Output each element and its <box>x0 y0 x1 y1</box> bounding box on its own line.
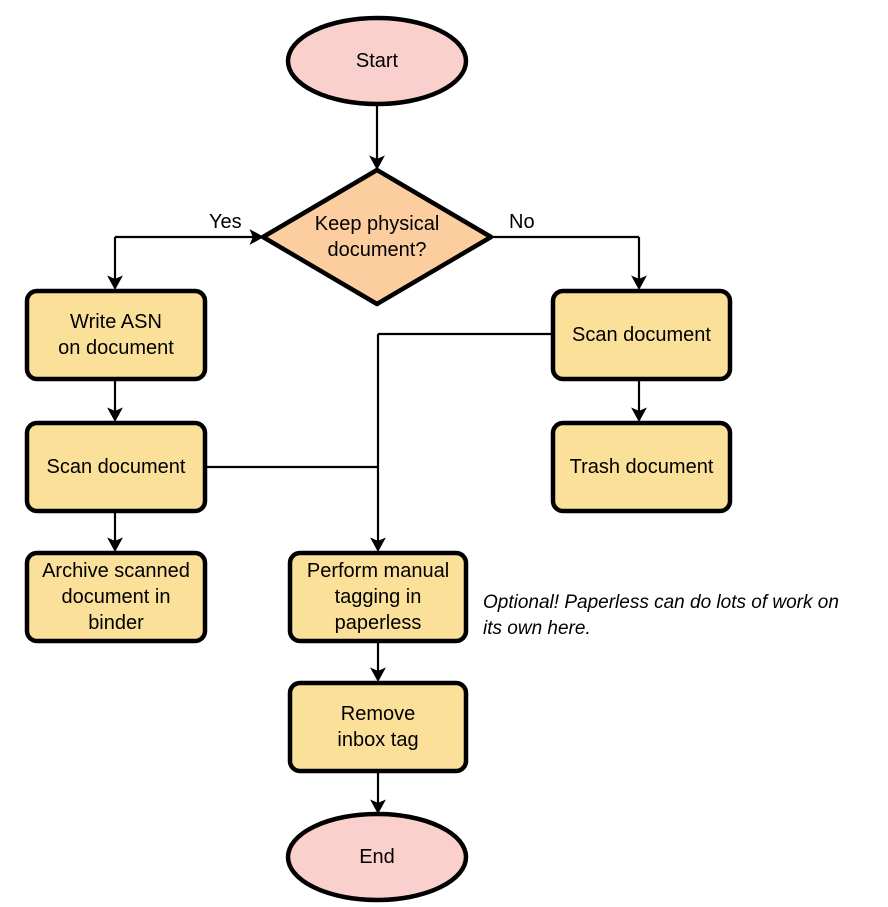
node-remove-inbox[interactable] <box>287 680 469 774</box>
node-decision[interactable] <box>260 167 494 307</box>
node-scan-right[interactable] <box>550 288 733 382</box>
node-scan-left[interactable] <box>24 420 208 514</box>
node-start[interactable] <box>285 15 469 107</box>
edge-label-yes: Yes <box>209 211 242 233</box>
node-manual-tagging[interactable] <box>287 550 469 644</box>
node-end[interactable] <box>285 811 469 903</box>
edge-label-no: No <box>509 211 535 233</box>
node-write-asn[interactable] <box>24 288 208 382</box>
node-trash[interactable] <box>550 420 733 514</box>
node-archive[interactable] <box>24 550 208 644</box>
annotation-optional-note: Optional! Paperless can do lots of work … <box>483 592 839 639</box>
